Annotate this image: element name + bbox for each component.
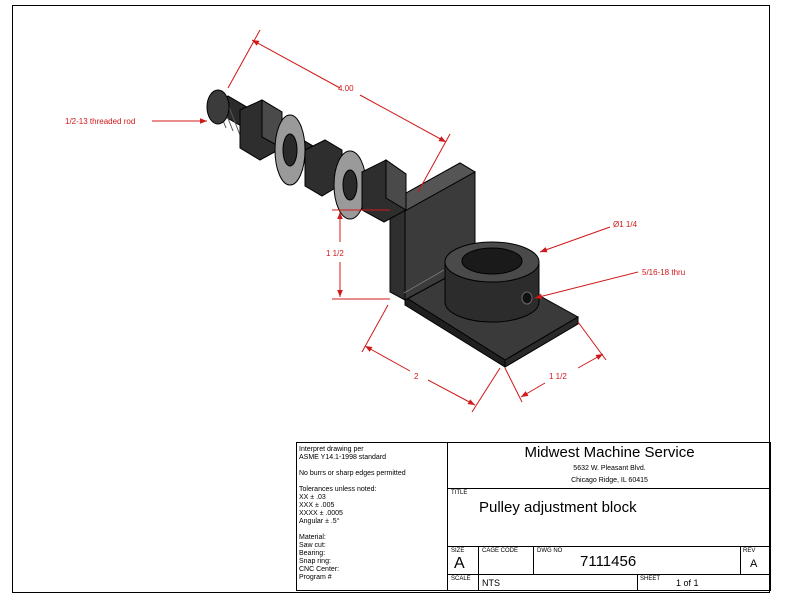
tb-divider-size: [447, 574, 771, 575]
note-tol-xxx: XXX ± .005: [299, 502, 335, 509]
dimension-depth: [504, 321, 607, 403]
sheet-label: SHEET: [640, 576, 661, 582]
rev-label: REV: [743, 548, 756, 554]
leader-hole: [534, 271, 639, 300]
callout-width: 2: [414, 372, 419, 381]
note-saw-cut: Saw cut:: [299, 542, 326, 549]
dwg-no-label: DWG NO: [537, 548, 563, 554]
note-bearing: Bearing:: [299, 550, 326, 557]
cage-code-label: CAGE CODE: [482, 548, 519, 554]
threaded-rod-assembly: [206, 89, 407, 223]
tb-divider-notes: [447, 442, 448, 591]
dimension-width: [361, 304, 501, 413]
leader-bore: [539, 226, 611, 253]
notes-block: Interpret drawing per ASME Y14.1-1998 st…: [299, 446, 406, 582]
dimension-height: [332, 209, 390, 300]
drawing-title: Pulley adjustment block: [479, 499, 637, 516]
size-value: A: [454, 555, 465, 572]
callout-rod: 1/2-13 threaded rod: [65, 117, 135, 126]
size-label: SIZE: [451, 548, 465, 554]
callout-depth: 1 1/2: [549, 372, 567, 381]
rev-value: A: [750, 558, 758, 570]
note-snap-ring: Snap ring:: [299, 558, 331, 565]
tb-divider-size-v: [478, 546, 479, 591]
note-tolerances-heading: Tolerances unless noted:: [299, 486, 377, 493]
note-burrs: No burrs or sharp edges permitted: [299, 470, 406, 477]
tb-divider-rev-v: [740, 546, 741, 574]
note-program: Program #: [299, 574, 332, 581]
company-address-1: 5632 W. Pleasant Blvd.: [573, 465, 646, 472]
callout-hole: 5/16-18 thru: [642, 268, 685, 277]
scale-value: NTS: [482, 578, 500, 588]
company-address-2: Chicago Ridge, IL 60415: [571, 477, 648, 484]
callout-height: 1 1/2: [326, 249, 344, 258]
tb-divider-cage-v: [533, 546, 534, 574]
note-cnc-center: CNC Center:: [299, 566, 340, 573]
note-tol-xxxx: XXXX ± .0005: [299, 510, 343, 517]
tb-divider-sheet-v: [637, 574, 638, 591]
tb-divider-company: [447, 488, 771, 489]
note-interpret-2: ASME Y14.1-1998 standard: [299, 454, 387, 461]
note-material: Material:: [299, 534, 326, 541]
company-name: Midwest Machine Service: [524, 444, 695, 461]
title-label: TITLE: [451, 490, 468, 496]
sheet-border: [12, 5, 770, 593]
scale-label: SCALE: [451, 576, 471, 582]
note-tol-angular: Angular ± .5°: [299, 518, 340, 525]
tb-divider-title: [447, 546, 771, 547]
title-block: [296, 442, 771, 591]
dimension-length: [227, 29, 451, 193]
note-tol-xx: XX ± .03: [299, 494, 326, 501]
note-interpret-1: Interpret drawing per: [299, 446, 364, 453]
callout-length: 4.00: [338, 84, 354, 93]
collar-boss: [444, 241, 540, 323]
sheet-value: 1 of 1: [676, 578, 699, 588]
callout-bore: Ø1 1/4: [613, 220, 638, 229]
dwg-no-value: 7111456: [580, 553, 637, 570]
